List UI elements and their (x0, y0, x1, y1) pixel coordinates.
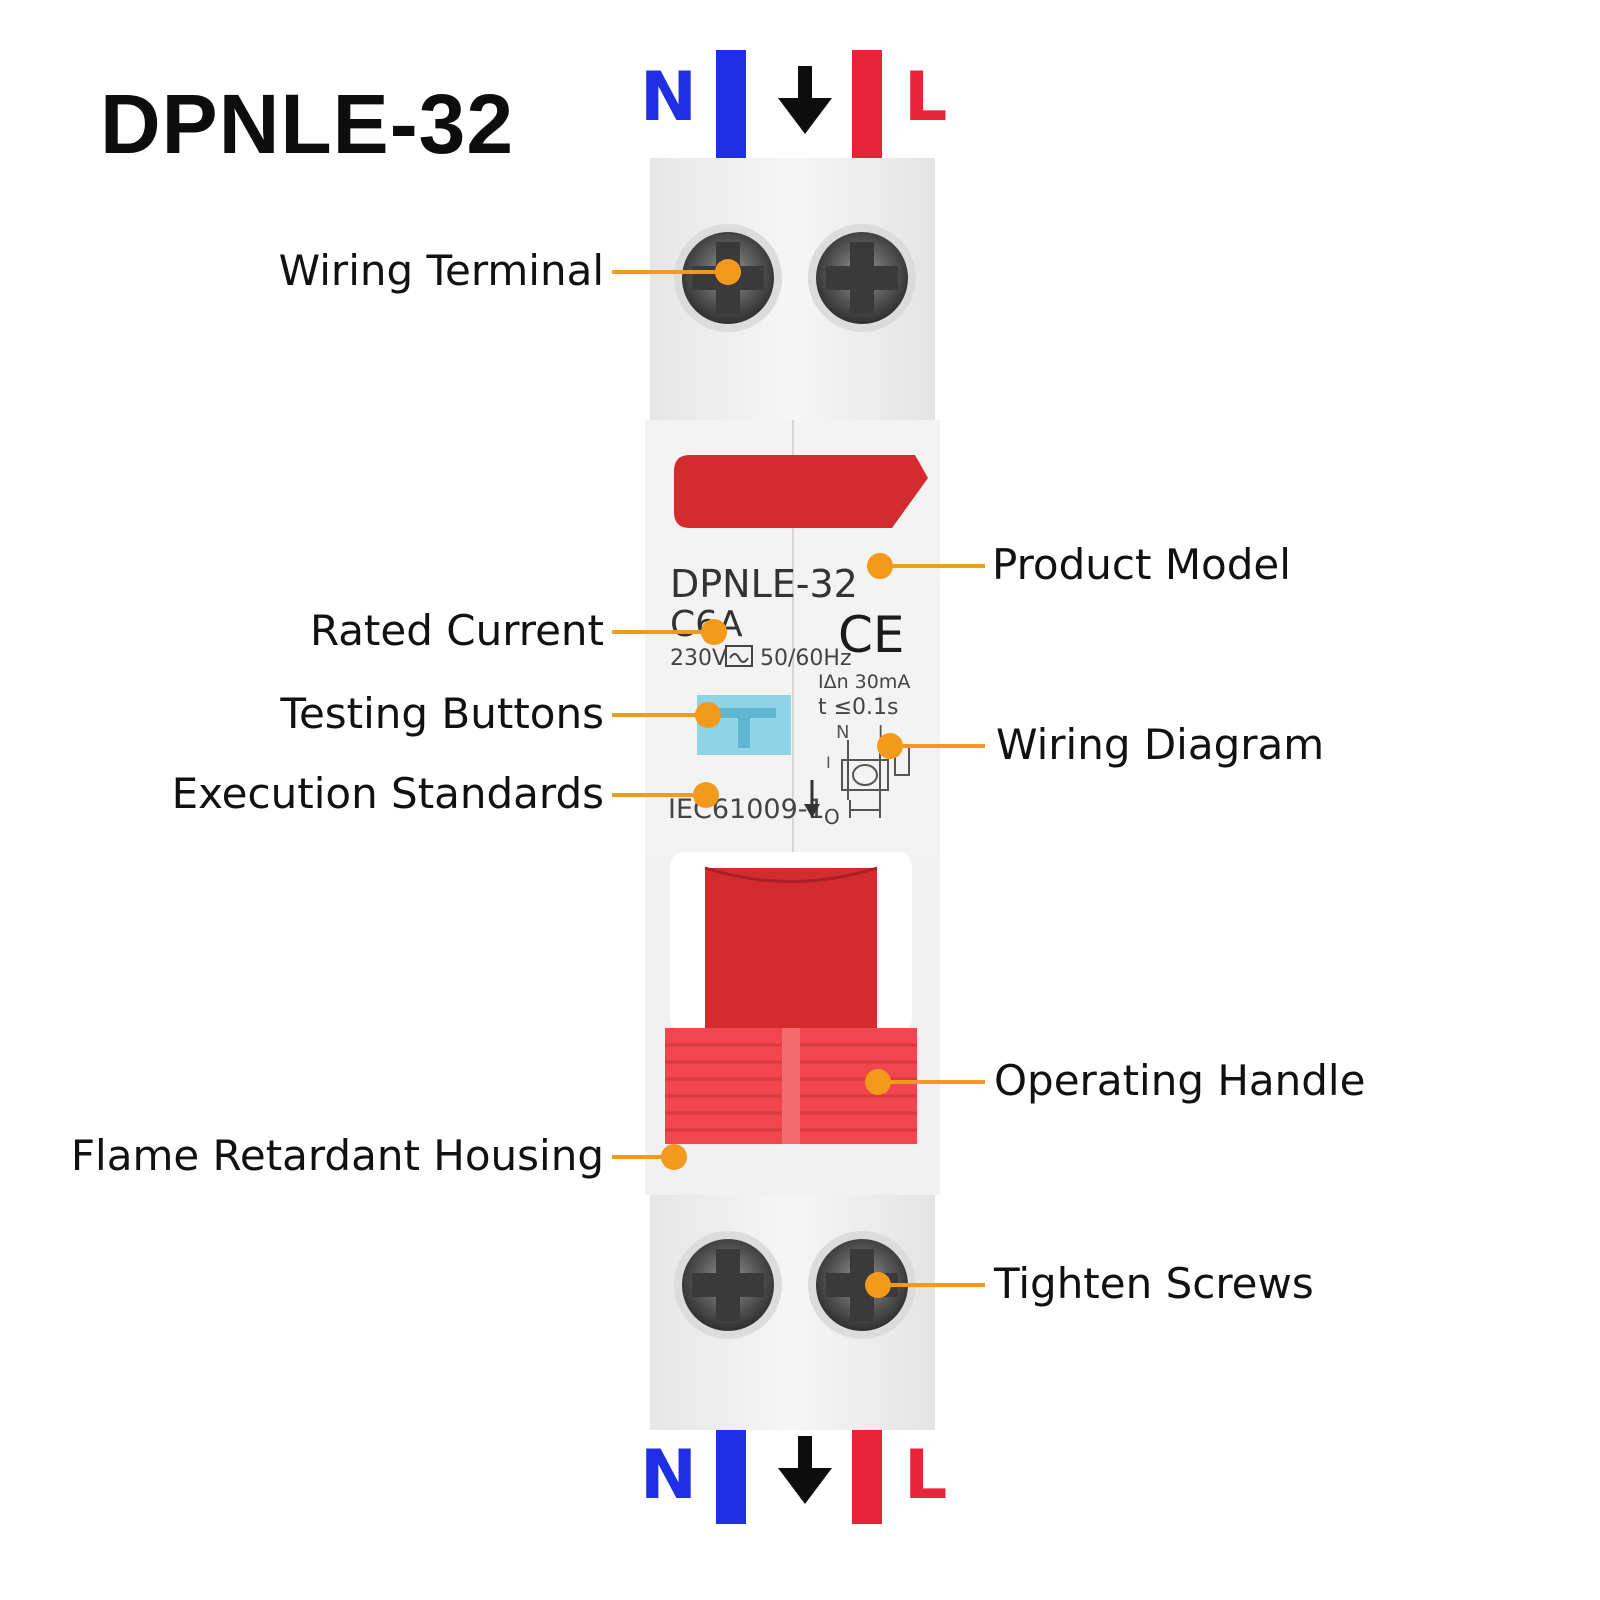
marker-tighten-screws (865, 1272, 891, 1298)
top-down-arrow-icon (778, 66, 832, 134)
device-frequency-text: 50/60Hz (760, 646, 852, 671)
schematic-l-text: L (878, 722, 888, 743)
marker-testing-buttons (695, 702, 721, 728)
top-right-screw-icon (808, 224, 916, 332)
trip-time-text: t ≤0.1s (818, 695, 899, 720)
callout-markers (661, 259, 903, 1298)
device-model-text: DPNLE-32 (670, 562, 858, 606)
schematic-i-text: I (826, 753, 831, 772)
bottom-live-letter: L (904, 1436, 948, 1515)
callout-tighten-screws: Tighten Screws (994, 1259, 1314, 1308)
marker-product-model (867, 553, 893, 579)
bottom-left-screw-icon (674, 1231, 782, 1339)
bottom-neutral-letter: N (640, 1436, 697, 1515)
operating-handle (665, 1028, 917, 1144)
bottom-down-arrow-icon (778, 1436, 832, 1504)
top-live-wire (852, 50, 882, 158)
callout-leaders (612, 270, 985, 1287)
earth-arrow-icon (804, 780, 820, 818)
marker-wiring-diagram (877, 733, 903, 759)
callout-flame-retardant-housing: Flame Retardant Housing (70, 1131, 604, 1180)
marker-execution-standards (693, 782, 719, 808)
marker-rated-current (701, 619, 727, 645)
callout-wiring-diagram: Wiring Diagram (996, 720, 1325, 769)
marker-flame-retardant-housing (661, 1144, 687, 1170)
schematic-n-text: N (836, 722, 849, 743)
page-title: DPNLE-32 (100, 77, 515, 171)
callout-product-model: Product Model (992, 540, 1291, 589)
callout-operating-handle: Operating Handle (994, 1056, 1366, 1105)
residual-current-text: IΔn 30mA (818, 671, 910, 693)
front-panel (645, 420, 940, 855)
callout-execution-standards: Execution Standards (171, 769, 604, 818)
marker-operating-handle (865, 1069, 891, 1095)
bottom-live-wire (852, 1430, 882, 1524)
device-voltage-text: 230V (670, 646, 727, 671)
standard-text: IEC61009-1 (668, 794, 825, 825)
top-neutral-letter: N (640, 58, 697, 137)
top-live-letter: L (904, 58, 948, 137)
ce-mark: CE (838, 606, 905, 664)
ac-symbol-icon (725, 645, 753, 667)
callout-wiring-terminal: Wiring Terminal (278, 246, 604, 295)
top-neutral-wire (716, 50, 746, 158)
callout-rated-current: Rated Current (309, 606, 604, 655)
schematic-o-text: O (824, 805, 840, 829)
callout-testing-buttons: Testing Buttons (280, 689, 604, 738)
marker-wiring-terminal (715, 259, 741, 285)
bottom-neutral-wire (716, 1430, 746, 1524)
